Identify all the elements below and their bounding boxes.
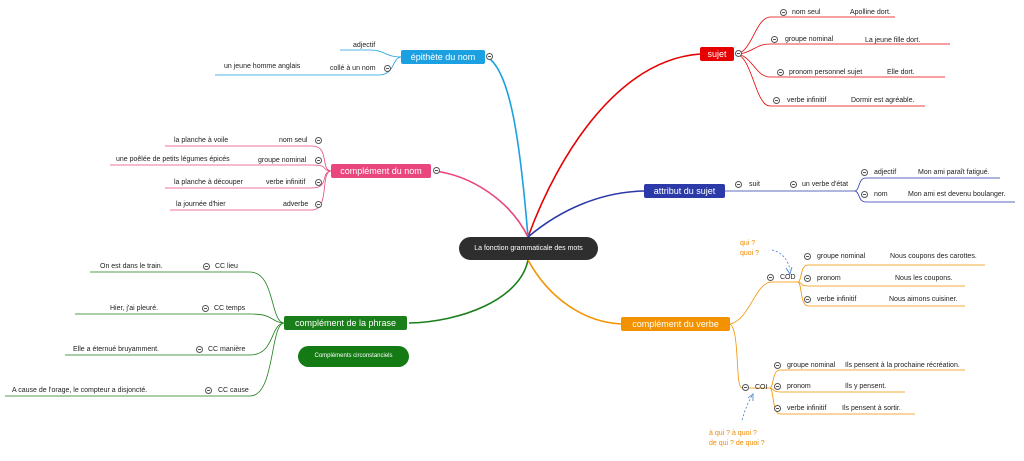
collapse-icon[interactable] [315,157,322,164]
sujet-example: Dormir est agréable. [851,97,915,104]
sujet-example: Apolline dort. [850,9,891,16]
sujet-example: La jeune fille dort. [865,37,921,44]
collapse-icon[interactable] [773,97,780,104]
cdn-function: adverbe [283,201,309,208]
collapse-icon[interactable] [804,296,811,303]
cdn-example: la planche à voile [174,137,229,144]
collapse-icon[interactable] [735,181,742,188]
coi-function: pronom [787,383,811,390]
cod-example: Nous coupons des carottes. [890,253,977,260]
collapse-icon[interactable] [433,167,440,174]
coi-example: Ils y pensent. [845,383,887,390]
cod-function: groupe nominal [817,253,866,260]
collapse-icon[interactable] [196,346,203,353]
collapse-icon[interactable] [774,362,781,369]
cod-function: verbe infinitif [817,296,857,303]
cdp-example: On est dans le train. [100,263,163,270]
collapse-icon[interactable] [861,169,868,176]
attribut-function: nom [874,191,888,198]
sujet-function: nom seul [792,9,821,16]
node-complement-nom[interactable]: complément du nom [331,164,431,178]
collapse-icon[interactable] [774,405,781,412]
cdp-example: Hier, j'ai pleuré. [110,305,159,312]
cod-question: quoi ? [740,250,760,257]
attribut-function: adjectif [874,169,897,176]
epithete-function: collé à un nom [330,65,376,72]
collapse-icon[interactable] [790,181,797,188]
collapse-icon[interactable] [486,53,493,60]
collapse-icon[interactable] [203,263,210,270]
branch-complement-nom [433,170,529,238]
cod-question: qui ? [740,240,756,247]
collapse-icon[interactable] [202,305,209,312]
cdn-example: la planche à découper [174,179,243,186]
sujet-example: Elle dort. [887,69,915,76]
collapse-icon[interactable] [771,36,778,43]
cdn-example: la journée d'hier [176,201,226,208]
cdn-function: groupe nominal [258,157,307,164]
node-attribut[interactable]: attribut du sujet [644,184,725,198]
collapse-icon[interactable] [315,201,322,208]
node-epithete[interactable]: épithète du nom [401,50,485,64]
collapse-icon[interactable] [774,383,781,390]
cod-label: COD [780,274,796,281]
cdp-function: CC temps [214,305,246,312]
collapse-icon[interactable] [767,274,774,281]
collapse-icon[interactable] [205,387,212,394]
sujet-function: pronom personnel sujet [789,69,863,76]
circonstanciels-pill[interactable]: Compléments circonstanciels [298,346,409,367]
sujet-function: verbe infinitif [787,97,827,104]
coi-example: Ils pensent à la prochaine récréation. [845,362,960,369]
branch-complement-verbe [527,259,622,325]
cod-function: pronom [817,275,841,282]
collapse-icon[interactable] [861,191,868,198]
collapse-icon[interactable] [804,275,811,282]
cdp-function: CC cause [218,387,249,394]
cdp-function: CC manière [208,346,246,353]
collapse-icon[interactable] [777,69,784,76]
coi-example: Ils pensent à sortir. [842,405,901,412]
sujet-function: groupe nominal [785,36,834,43]
epithete-example: un jeune homme anglais [224,63,301,70]
cdp-function: CC lieu [215,263,238,270]
branch-epithete [486,56,529,238]
cdp-example: A cause de l'orage, le compteur a disjon… [12,387,148,394]
coi-function: verbe infinitif [787,405,827,412]
attribut-example: Mon ami est devenu boulanger. [908,191,1006,198]
cdn-function: nom seul [279,137,308,144]
cdn-example: une poêlée de petits légumes épicés [116,156,230,163]
coi-question: à qui ? à quoi ? [709,430,757,437]
collapse-icon[interactable] [780,9,787,16]
coi-label: COI [755,384,768,391]
central-topic[interactable]: La fonction grammaticale des mots [459,237,598,260]
node-complement-phrase[interactable]: complément de la phrase [284,316,407,330]
coi-question: de qui ? de quoi ? [709,440,765,447]
collapse-icon[interactable] [315,179,322,186]
branch-complement-phrase [408,259,529,324]
attribut-example: Mon ami paraît fatigué. [918,169,990,176]
node-sujet[interactable]: sujet [700,47,734,61]
cod-example: Nous les coupons. [895,275,953,282]
coi-function: groupe nominal [787,362,836,369]
branch-attribut [527,190,645,238]
cdn-function: verbe infinitif [266,179,306,186]
branch-sujet [527,53,701,238]
cod-example: Nous aimons cuisiner. [889,296,958,303]
collapse-icon[interactable] [384,65,391,72]
node-complement-verbe[interactable]: complément du verbe [621,317,730,331]
collapse-icon[interactable] [315,137,322,144]
collapse-icon[interactable] [735,50,742,57]
collapse-icon[interactable] [804,253,811,260]
cdp-example: Elle a éternué bruyamment. [73,346,159,353]
epithete-function: adjectif [353,42,376,49]
attribut-suit: suit [749,181,760,188]
attribut-verbe-etat: un verbe d'état [802,181,849,188]
collapse-icon[interactable] [742,384,749,391]
